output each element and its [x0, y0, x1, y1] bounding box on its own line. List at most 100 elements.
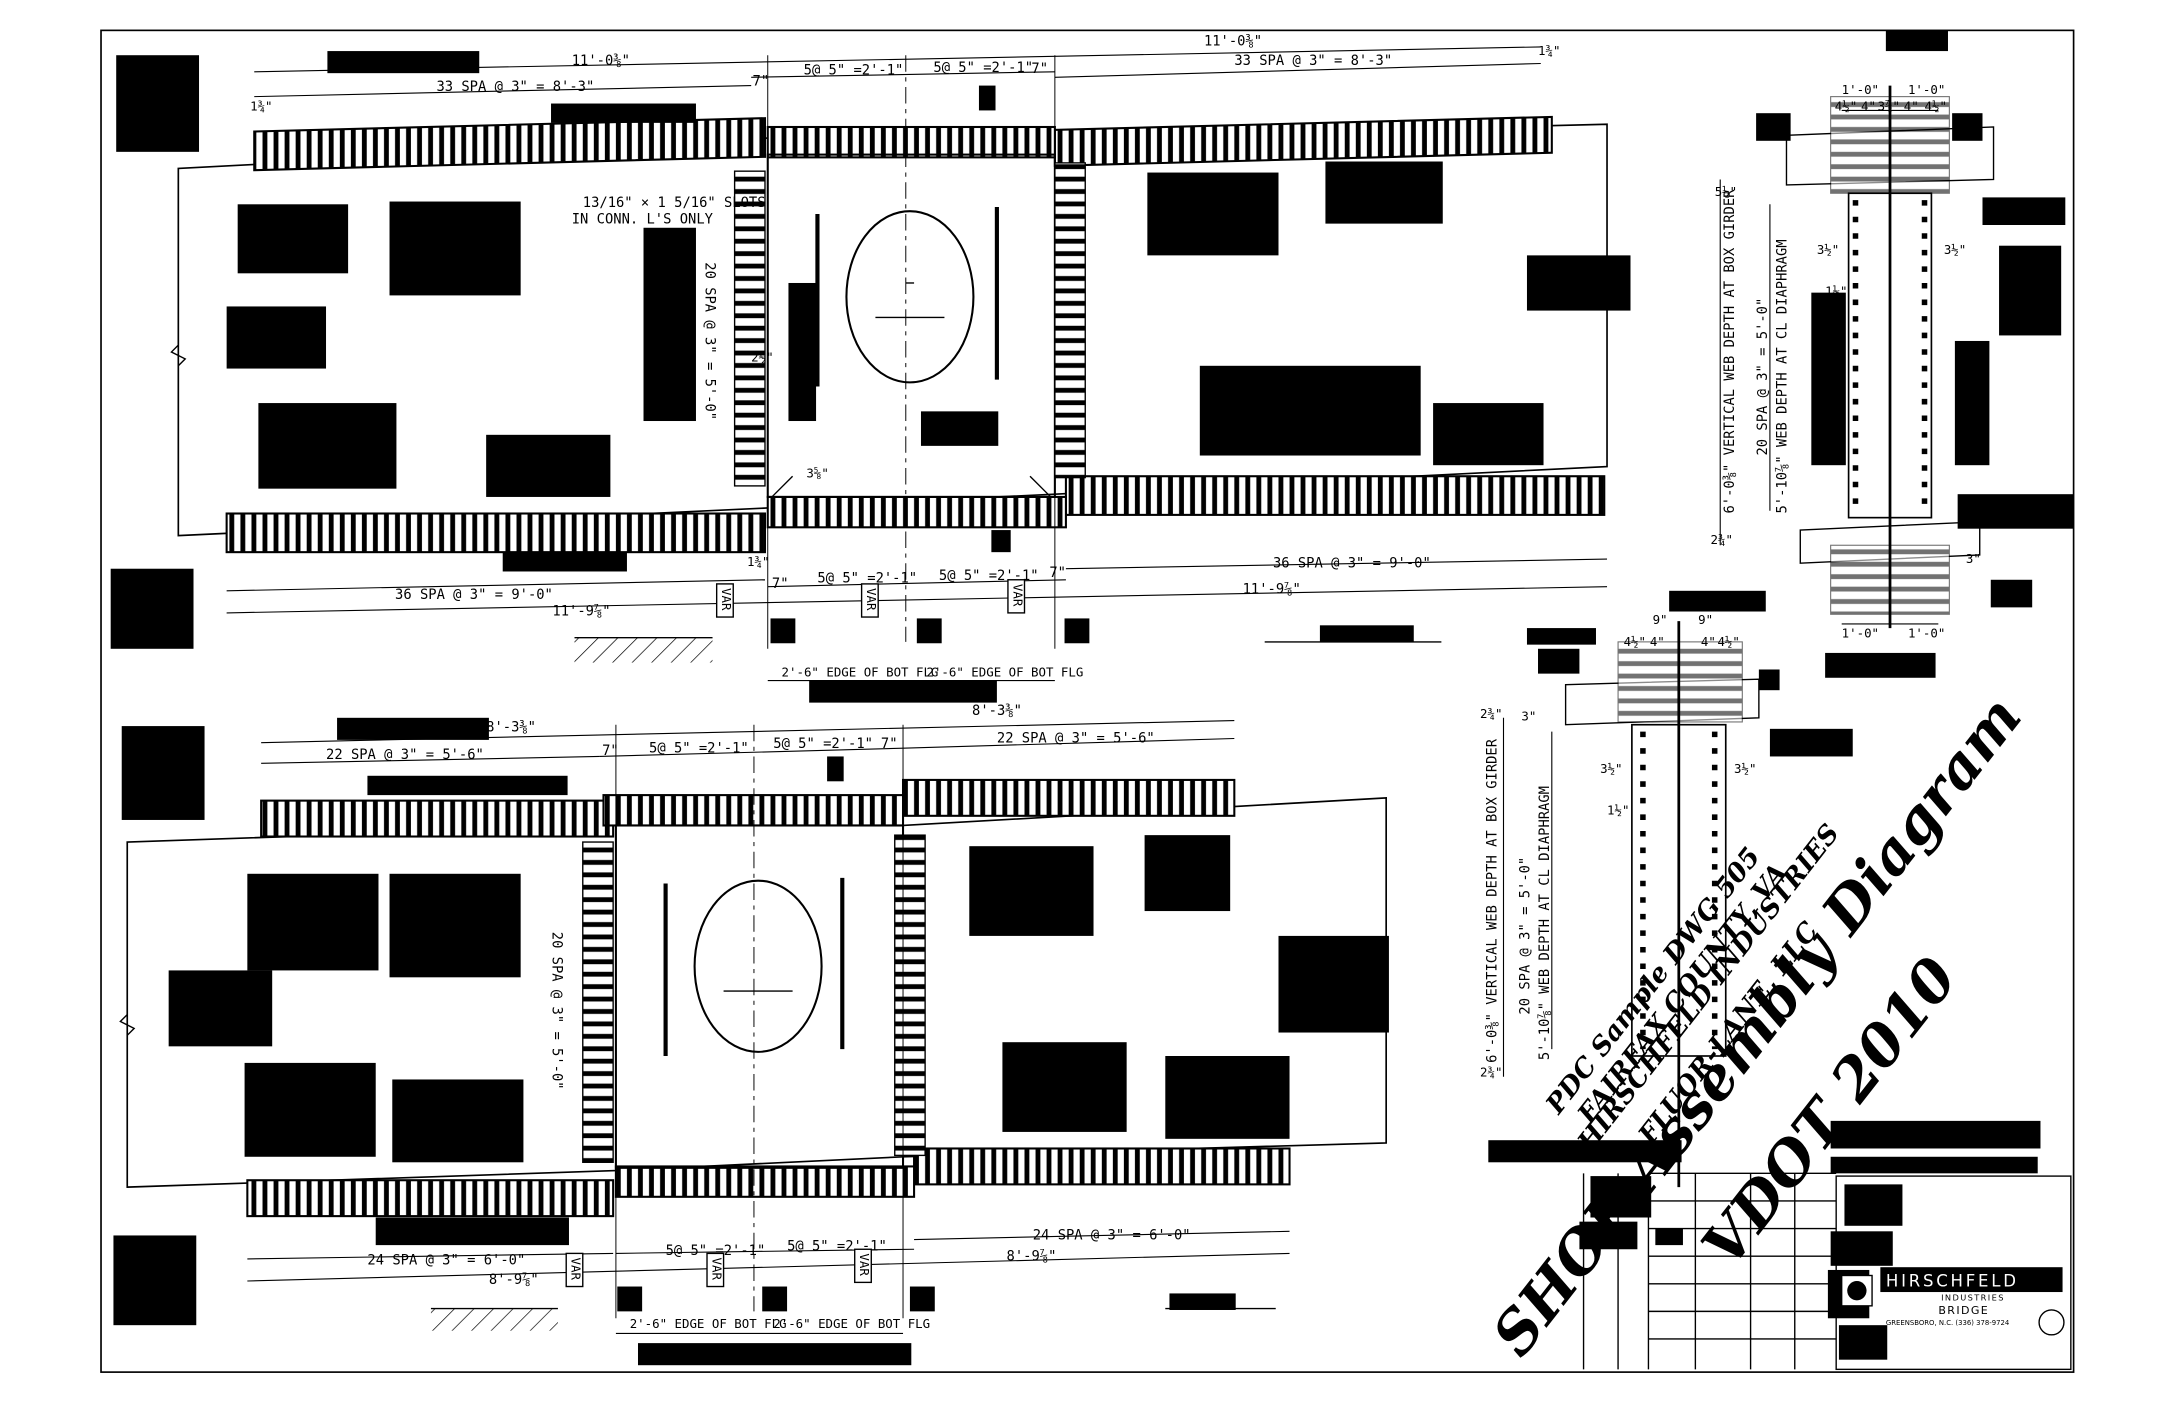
watermark-line-5: SHOP Assembly Diagram — [1479, 684, 2035, 1369]
callout-label — [389, 201, 521, 296]
dim-2-half: 2½" — [751, 350, 773, 365]
dim-3-half: 3½" — [1734, 761, 1756, 776]
edge-bot-flange-right: 2'-6" EDGE OF BOT FLG — [773, 1316, 930, 1331]
dim-bot-overall-right: 8'-9⅞" — [1007, 1248, 1057, 1264]
title-block: HIRSCHFELD INDUSTRIES BRIDGE GREENSBORO,… — [1488, 1120, 2072, 1371]
dim-top-right: 33 SPA @ 3" = 8'-3" — [1234, 53, 1392, 69]
callout-label — [909, 1286, 935, 1312]
bottom-rail-center — [766, 495, 1067, 529]
callout-label — [327, 51, 480, 74]
dim-5-half: 5½" — [1715, 184, 1737, 199]
slots-note-2: IN CONN. L'S ONLY — [572, 212, 714, 228]
dim-bot-left: 36 SPA @ 3" = 9'-0" — [395, 587, 553, 603]
bolt-column-left — [582, 841, 614, 1163]
dim-bot-overall-left: 11'-9⅞" — [552, 604, 610, 620]
dim-center-left: 5@ 5" =2'-1" — [649, 740, 749, 756]
callout-label — [762, 1286, 788, 1312]
company-sub: INDUSTRIES — [1941, 1292, 2005, 1302]
bottom-rail-right — [913, 1147, 1291, 1186]
dim-4: 4" — [1701, 634, 1716, 649]
dim-4-half: 4½" — [1717, 634, 1739, 649]
dim-small: 1¾" — [747, 554, 769, 569]
dim-overall-left: 8'-3⅜" — [486, 720, 536, 736]
top-rail-left — [253, 117, 767, 172]
dim-bot-7-a: 7" — [772, 576, 789, 592]
var-label: VAR — [1010, 584, 1025, 607]
slots-note-1: 13/16" × 1 5/16" SLOTS — [583, 195, 766, 211]
bottom-rail-center — [614, 1165, 916, 1198]
callout-label — [551, 103, 696, 123]
dim-3-half: 3½" — [1944, 242, 1966, 257]
dim-bot-center-right: 5@ 5" =2'-1" — [939, 568, 1039, 584]
dim-overall-right: 8'-3⅜" — [972, 703, 1022, 719]
top-rail-right — [901, 778, 1236, 817]
callout-label — [244, 1062, 376, 1157]
callout-label — [1278, 935, 1389, 1033]
dim-4: 4" — [1650, 634, 1665, 649]
callout-label — [827, 756, 844, 782]
company-sub: BRIDGE — [1938, 1304, 1989, 1317]
dim-small: 1¾" — [250, 98, 272, 113]
bolt-column-right — [894, 834, 926, 1157]
dim-bot-7-b: 7" — [1049, 565, 1066, 581]
callout-label — [1433, 403, 1544, 466]
dim-4-half: 4½" — [1835, 98, 1857, 113]
bolt-column-right — [1054, 162, 1086, 479]
dim-3-7-8: 3⅞" — [1878, 98, 1900, 113]
callout-label — [1064, 618, 1090, 644]
dim-7-b: 7" — [881, 736, 898, 752]
dim-bot-overall-right: 11'-9⅞" — [1243, 582, 1301, 598]
callout-label — [113, 1235, 197, 1326]
callout-label — [237, 204, 349, 274]
dim-center-right: 5@ 5" =2'-1" — [933, 60, 1033, 76]
dim-2-3: 2¾" — [1711, 532, 1733, 547]
callout-label — [1165, 1056, 1290, 1139]
vert-spacing: 20 SPA @ 3" = 5'-0" — [1755, 298, 1771, 456]
dim-1-half: 1½" — [1607, 802, 1629, 817]
vert-web-depth: 6'-0⅜" VERTICAL WEB DEPTH AT BOX GIRDER — [1485, 738, 1501, 1063]
dim-top-left: 33 SPA @ 3" = 8'-3" — [436, 79, 594, 95]
callout-label — [367, 775, 568, 796]
dim-3: 3" — [1966, 551, 1981, 566]
dim-1-0: 1'-0" — [1908, 626, 1945, 641]
callout-label — [392, 1079, 524, 1163]
callout-label — [258, 403, 397, 489]
dim-2-3: 2¾" — [1480, 1065, 1502, 1080]
company-address: GREENSBORO, N.C. (336) 378-9724 — [1886, 1319, 2009, 1327]
dim-top-left: 22 SPA @ 3" = 5'-6" — [326, 747, 484, 763]
dim-bot-center-left: 5@ 5" =2'-1" — [666, 1243, 766, 1259]
callout-label — [337, 717, 489, 740]
callout-label — [916, 618, 942, 644]
callout-label — [1319, 625, 1414, 642]
dim-overall-right: 11'-0⅜" — [1204, 34, 1262, 50]
splice-plate — [614, 824, 905, 1169]
web-depth-cl: 5'-10⅞" WEB DEPTH AT CL DIAPHRAGM — [1537, 786, 1553, 1060]
dim-3: 3" — [1521, 709, 1536, 724]
top-rail-center — [602, 794, 905, 827]
dim-9: 9" — [1698, 612, 1713, 627]
web-depth-cl: 5'-10⅞" WEB DEPTH AT CL DIAPHRAGM — [1774, 239, 1790, 513]
callout-label — [809, 680, 997, 703]
dim-7-b: 7" — [1031, 61, 1048, 77]
dim-7-a: 7" — [753, 74, 770, 90]
callout-label — [168, 970, 273, 1047]
dim-bot-center-left: 5@ 5" =2'-1" — [817, 571, 917, 587]
dim-bot-right: 24 SPA @ 3" = 6'-0" — [1033, 1228, 1191, 1244]
dim-2-3: 2¾" — [1480, 706, 1502, 721]
vertical-spacing: 20 SPA @ 3" = 5'-0" — [702, 262, 718, 420]
callout-label — [1526, 255, 1631, 311]
callout-label — [969, 846, 1094, 936]
dim-1-half: 1½" — [1825, 283, 1847, 298]
top-rail-left — [260, 799, 615, 838]
dim-bot-center-right: 5@ 5" =2'-1" — [787, 1239, 887, 1255]
dim-1-0: 1'-0" — [1842, 626, 1879, 641]
dim-bot-left: 24 SPA @ 3" = 6'-0" — [367, 1252, 525, 1268]
callout-label — [1199, 365, 1421, 456]
callout-label — [502, 552, 627, 572]
callout-label — [617, 1286, 643, 1312]
access-hole — [845, 210, 975, 384]
watermark-stamp: PDC Sample DWG 505 FAIRFAX COUNTY, VA HI… — [1479, 684, 2035, 1369]
section-middle: 9" 9" 4½" 4" 4" 4½" 6'-0⅜" VERTICAL WEB … — [1480, 590, 1853, 1188]
bolt-column-left — [733, 170, 766, 487]
callout-label — [637, 1343, 912, 1366]
